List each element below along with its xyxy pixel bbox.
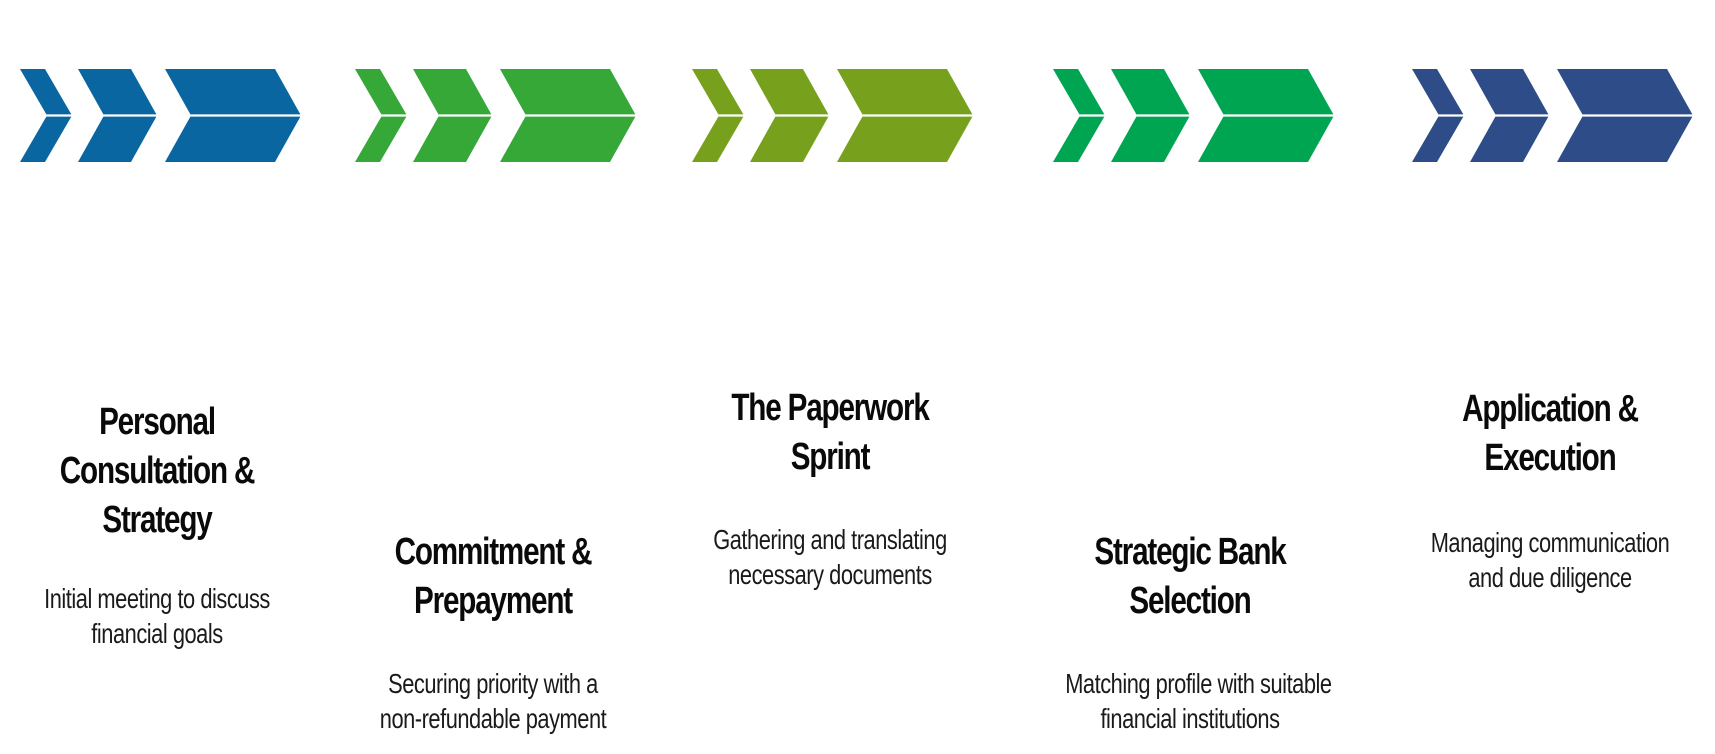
step-3-text: The Paperwork Sprint Gathering and trans… xyxy=(670,384,990,592)
chevron-medium-bottom-icon xyxy=(1111,116,1190,162)
chevron-large-bottom-icon xyxy=(165,116,301,162)
chevron-group-2 xyxy=(355,69,636,162)
step-2-title: Commitment & Prepayment xyxy=(394,531,593,622)
chevron-medium-top-icon xyxy=(1111,69,1190,115)
chevron-small-bottom-icon xyxy=(692,116,744,162)
chevron-small-top-icon xyxy=(1053,69,1105,115)
chevron-small-top-icon xyxy=(355,69,407,115)
chevron-large-bottom-icon xyxy=(1557,116,1693,162)
chevron-medium-bottom-icon xyxy=(413,116,492,162)
chevron-medium-top-icon xyxy=(413,69,492,115)
step-1-description: Initial meeting to discuss financial goa… xyxy=(44,583,270,649)
chevron-small-top-icon xyxy=(692,69,744,115)
chevron-group-1 xyxy=(20,69,301,162)
chevron-medium-bottom-icon xyxy=(78,116,157,162)
chevron-small-bottom-icon xyxy=(20,116,72,162)
chevron-large-top-icon xyxy=(1557,69,1693,115)
chevron-large-top-icon xyxy=(165,69,301,115)
step-2-description: Securing priority with a non-refundable … xyxy=(379,668,607,734)
chevron-small-bottom-icon xyxy=(1412,116,1464,162)
chevron-small-bottom-icon xyxy=(355,116,407,162)
chevron-large-top-icon xyxy=(837,69,973,115)
chevron-large-top-icon xyxy=(1198,69,1334,115)
chevron-large-bottom-icon xyxy=(837,116,973,162)
chevron-medium-top-icon xyxy=(1470,69,1549,115)
chevron-medium-bottom-icon xyxy=(1470,116,1549,162)
step-4-title: Strategic Bank Selection xyxy=(1094,531,1286,622)
step-3-title: The Paperwork Sprint xyxy=(731,387,929,478)
step-4-text: Strategic Bank Selection Matching profil… xyxy=(1030,528,1350,736)
chevron-row xyxy=(20,69,1693,162)
step-1-title: Personal Consultation & Strategy xyxy=(59,401,256,541)
step-1-text: Personal Consultation & Strategy Initial… xyxy=(0,398,317,651)
step-5-text: Application & Execution Managing communi… xyxy=(1390,385,1710,595)
chevron-group-5 xyxy=(1412,69,1693,162)
chevron-large-top-icon xyxy=(500,69,636,115)
chevron-medium-bottom-icon xyxy=(750,116,829,162)
step-2-text: Commitment & Prepayment Securing priorit… xyxy=(333,528,653,736)
chevron-small-top-icon xyxy=(1412,69,1464,115)
chevron-medium-top-icon xyxy=(750,69,829,115)
step-3-description: Gathering and translating necessary docu… xyxy=(713,524,947,590)
chevron-small-bottom-icon xyxy=(1053,116,1105,162)
chevron-large-bottom-icon xyxy=(1198,116,1334,162)
chevron-small-top-icon xyxy=(20,69,72,115)
step-5-description: Managing communication and due diligence xyxy=(1430,527,1670,593)
chevron-group-4 xyxy=(1053,69,1334,162)
chevron-medium-top-icon xyxy=(78,69,157,115)
chevron-large-bottom-icon xyxy=(500,116,636,162)
chevron-group-3 xyxy=(692,69,973,162)
step-5-title: Application & Execution xyxy=(1462,388,1639,479)
step-4-description: Matching profile with suitable financial… xyxy=(1065,668,1332,734)
